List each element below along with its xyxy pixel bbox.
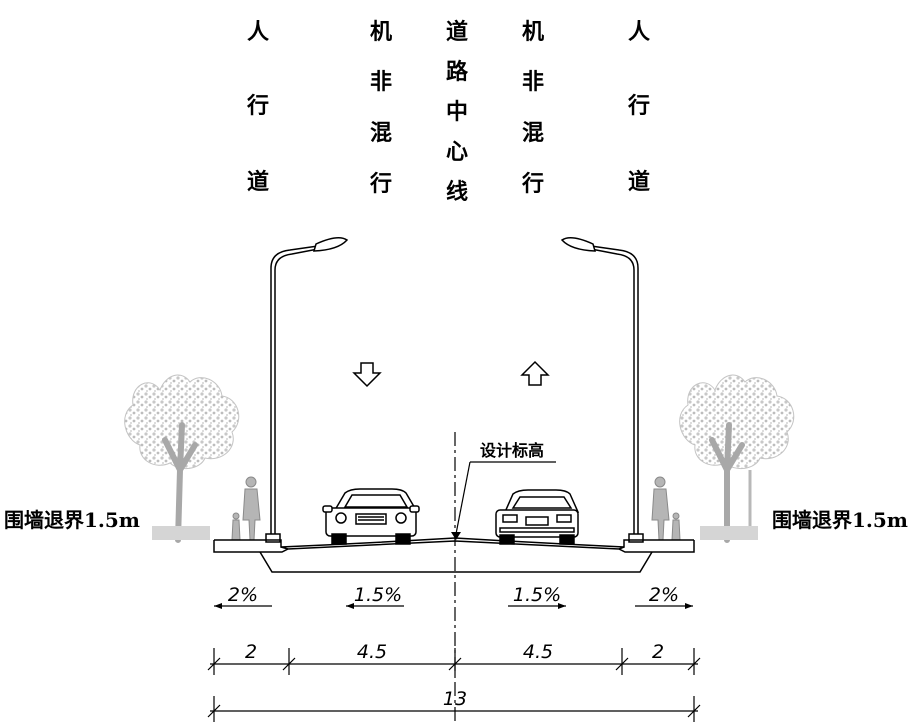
label-left-lane-char: 行 [369,171,392,197]
dim-total-width: 13 [443,688,467,710]
slope-right-sidewalk: 2% [649,584,679,606]
label-centerline-char: 道 [446,19,468,45]
label-left-lane-char: 机 [370,19,392,45]
slope-labels: 2% 1.5% 1.5% 2% [214,584,693,609]
pedestrian-icon [651,476,681,541]
dim-right-sidewalk: 2 [652,641,664,663]
label-right-lane-char: 非 [522,69,544,95]
slope-left-lane: 1.5% [354,584,402,606]
car-rear-icon [495,489,580,545]
label-left-lane-char: 混 [370,120,392,146]
label-left-mixed-lane: 机 非 混 行 [369,19,392,197]
dim-right-lane: 4.5 [523,641,553,663]
label-left-sidewalk-char: 道 [247,169,269,195]
pedestrian-icon [231,476,261,541]
up-arrow-icon [520,360,550,386]
road-surface [213,537,695,573]
setback-label-right: 围墙退界1.5m [772,508,908,532]
label-right-lane-char: 混 [522,120,544,146]
street-lamp-icon [560,237,644,543]
label-centerline: 道 路 中 心 线 [446,19,469,205]
label-right-sidewalk-char: 人 [628,19,650,45]
label-right-sidewalk-char: 行 [627,93,650,119]
label-right-lane-char: 机 [522,19,544,45]
street-lamp-icon [265,237,349,543]
label-right-mixed-lane: 机 非 混 行 [521,19,544,197]
dim-left-sidewalk: 2 [245,641,257,663]
slope-right-lane: 1.5% [513,584,561,606]
label-centerline-char: 线 [446,179,468,205]
label-right-sidewalk-char: 道 [628,169,650,195]
setback-label-left: 围墙退界1.5m [4,508,140,532]
dim-left-lane: 4.5 [357,641,387,663]
down-arrow-icon [352,362,382,388]
design-elevation-marker: 设计标高 [451,441,556,540]
label-right-sidewalk: 人 行 道 [627,19,650,195]
design-elevation-label: 设计标高 [480,441,544,460]
tree-icon [679,374,795,543]
label-left-sidewalk: 人 行 道 [246,19,269,195]
slope-left-sidewalk: 2% [228,584,258,606]
tree-icon [124,374,240,543]
label-centerline-char: 中 [446,99,468,125]
label-centerline-char: 路 [446,59,469,85]
label-centerline-char: 心 [446,139,468,165]
label-left-sidewalk-char: 人 [247,19,269,45]
car-front-icon [322,488,420,545]
dimension-row-total [207,696,701,722]
dimension-row-segments [207,648,701,675]
label-left-sidewalk-char: 行 [246,93,269,119]
label-left-lane-char: 非 [370,69,392,95]
label-right-lane-char: 行 [521,171,544,197]
